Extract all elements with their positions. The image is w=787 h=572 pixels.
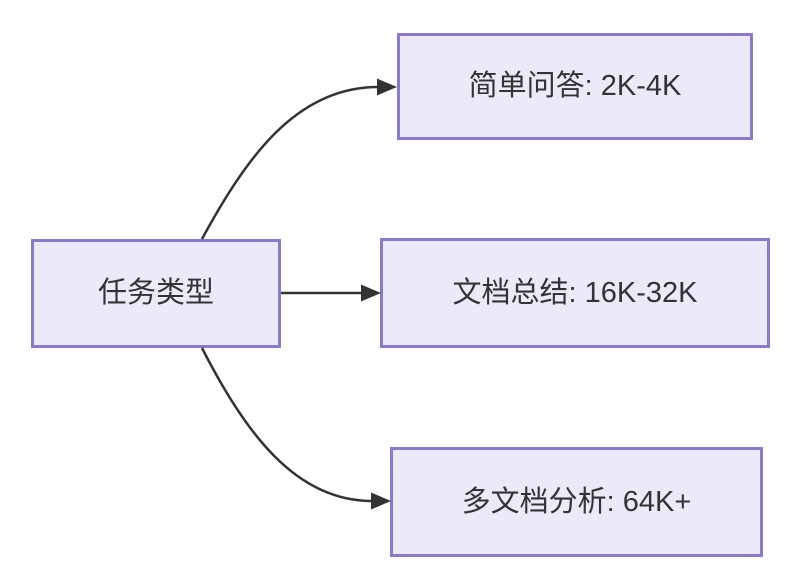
arrowhead-simple-qa-icon — [377, 78, 397, 96]
node-doc-summary-label: 文档总结: 16K-32K — [452, 276, 698, 309]
edge-task-type-to-simple-qa — [200, 85, 379, 240]
node-simple-qa-label: 简单问答: 2K-4K — [468, 70, 682, 102]
arrowhead-doc-summary-icon — [361, 284, 381, 302]
node-doc-summary: 文档总结: 16K-32K — [380, 238, 770, 348]
arrowhead-multi-doc-icon — [371, 492, 391, 510]
node-task-type: 任务类型 — [31, 239, 281, 348]
edge-task-type-to-multi-doc — [200, 347, 373, 503]
node-simple-qa: 简单问答: 2K-4K — [397, 33, 753, 140]
node-multi-doc-label: 多文档分析: 64K+ — [461, 485, 692, 518]
node-multi-doc: 多文档分析: 64K+ — [390, 447, 763, 557]
node-task-type-label: 任务类型 — [97, 277, 214, 309]
